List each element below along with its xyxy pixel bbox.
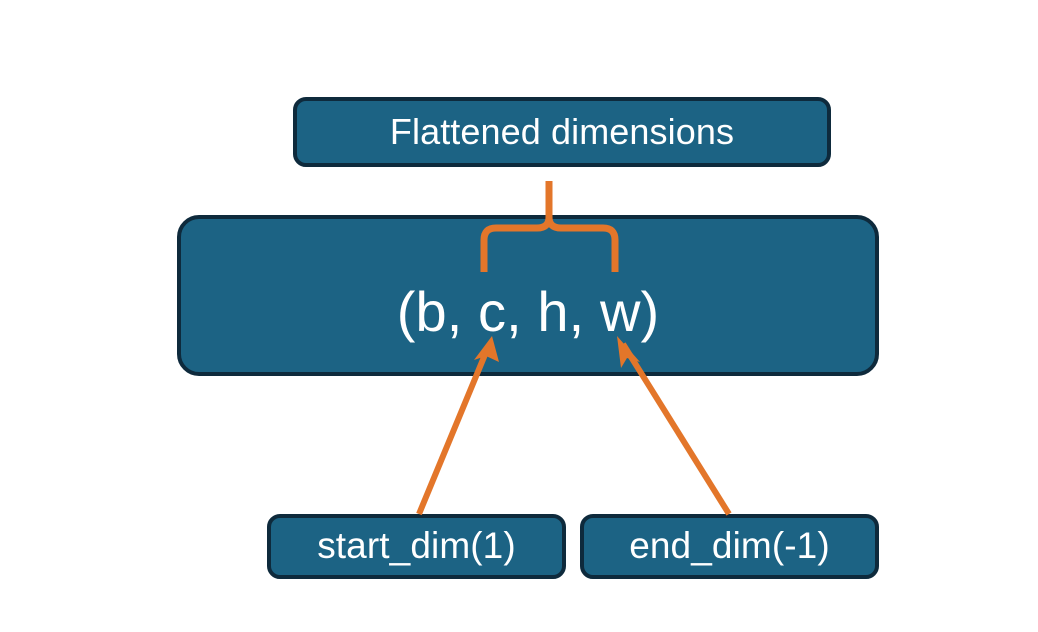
- node-end-dim-label: end_dim(-1): [629, 525, 830, 567]
- node-start-dim[interactable]: start_dim(1): [267, 514, 566, 579]
- node-tensor-shape[interactable]: (b, c, h, w): [177, 215, 879, 376]
- node-flattened-dimensions-label: Flattened dimensions: [389, 111, 735, 153]
- node-end-dim[interactable]: end_dim(-1): [580, 514, 879, 579]
- node-flattened-dimensions[interactable]: Flattened dimensions: [293, 97, 831, 167]
- node-tensor-shape-label: (b, c, h, w): [396, 280, 660, 344]
- node-start-dim-label: start_dim(1): [317, 525, 516, 567]
